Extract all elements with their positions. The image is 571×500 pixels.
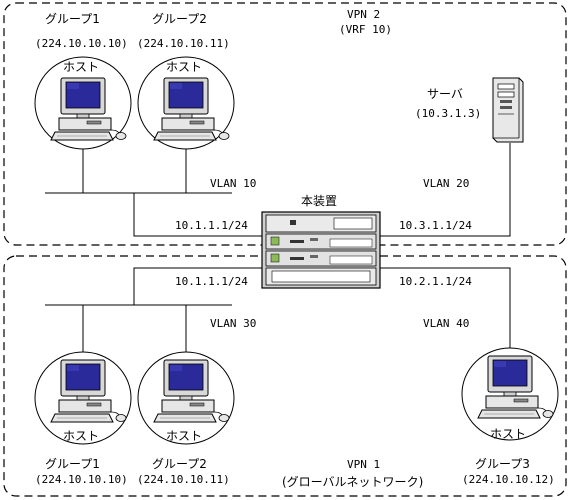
ip-top-right: 10.3.1.1/24 xyxy=(399,219,472,232)
vlan30-segment xyxy=(45,267,262,356)
vpn2-boundary xyxy=(3,2,567,246)
vpn2-name: VPN 2 xyxy=(347,8,380,21)
host-top2-group: グループ2 xyxy=(152,12,207,26)
host-top2-addr: (224.10.10.11) xyxy=(137,37,230,50)
vlan20-segment xyxy=(380,143,511,237)
host-top2-label: ホスト xyxy=(166,60,202,74)
host-top1-label: ホスト xyxy=(63,60,99,74)
host-bot3-addr: (224.10.10.12) xyxy=(462,473,555,486)
vlan40-segment xyxy=(380,267,511,350)
server-label: サーバ xyxy=(427,87,463,101)
host-bot1-addr: (224.10.10.10) xyxy=(35,473,128,486)
vpn1-boundary xyxy=(3,255,567,497)
host-bot2-addr: (224.10.10.11) xyxy=(137,473,230,486)
server-ip: (10.3.1.3) xyxy=(415,107,481,120)
host-bot3-group: グループ3 xyxy=(475,457,530,471)
device-icon xyxy=(261,211,381,289)
ip-top-left: 10.1.1.1/24 xyxy=(175,219,248,232)
host-top1-addr: (224.10.10.10) xyxy=(35,37,128,50)
vpn2-vrf: (VRF 10) xyxy=(339,23,392,36)
vlan20-label: VLAN 20 xyxy=(423,177,469,190)
vpn1-desc: (グローバルネットワーク) xyxy=(282,475,423,489)
vlan10-label: VLAN 10 xyxy=(210,177,256,190)
ip-bottom-right: 10.2.1.1/24 xyxy=(399,275,472,288)
vpn1-name: VPN 1 xyxy=(347,458,380,471)
vlan10-segment xyxy=(45,145,262,237)
host-bot2-group: グループ2 xyxy=(152,457,207,471)
host-top1-group: グループ1 xyxy=(45,12,100,26)
host-bot3-label: ホスト xyxy=(490,427,526,441)
vlan40-label: VLAN 40 xyxy=(423,317,469,330)
device-label: 本装置 xyxy=(301,194,337,208)
vlan30-label: VLAN 30 xyxy=(210,317,256,330)
host-bot1-label: ホスト xyxy=(63,429,99,443)
server-icon xyxy=(492,77,524,143)
ip-bottom-left: 10.1.1.1/24 xyxy=(175,275,248,288)
host-bot1-group: グループ1 xyxy=(45,457,100,471)
host-bot2-label: ホスト xyxy=(166,429,202,443)
